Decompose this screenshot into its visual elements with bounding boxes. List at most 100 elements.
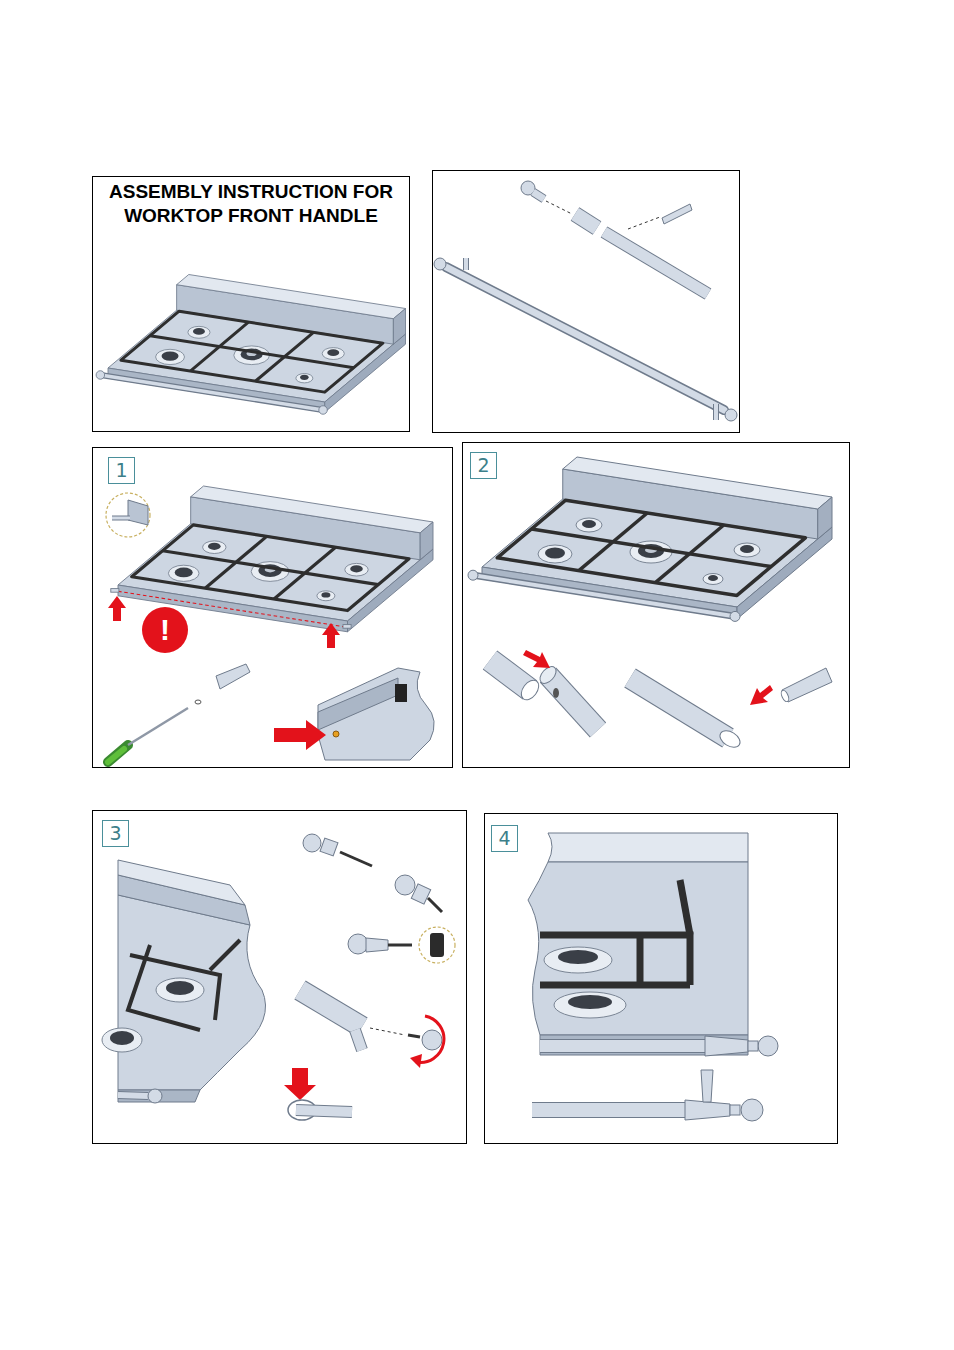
step-four-illustration-part	[548, 833, 748, 862]
step-one-illustration-part	[216, 664, 250, 689]
step-two-illustration-part	[780, 689, 791, 702]
step-one-illustration-part	[106, 493, 150, 537]
step-two-illustration-part	[630, 678, 728, 738]
step-three-illustration-part	[355, 1030, 362, 1050]
step-one-illustration-part	[108, 745, 128, 762]
handle-exploded-view-part	[575, 214, 597, 228]
step-three-illustration-part	[148, 1089, 162, 1103]
step-three-illustration-part	[303, 834, 321, 852]
step-one-illustration-part	[112, 516, 130, 521]
step-one-illustration-part-part	[343, 625, 351, 629]
step-three-illustration-part	[428, 898, 442, 912]
step-four-illustration-part	[528, 862, 748, 1035]
step-three-illustration-part	[410, 1054, 422, 1068]
cooktop-overview-part	[96, 371, 327, 415]
step-three-illustration-part	[430, 933, 444, 957]
step-four-illustration-part	[748, 1041, 758, 1051]
step-one-illustration-part	[195, 700, 201, 704]
step-one-illustration-part	[333, 731, 339, 737]
step-number-box: 1	[108, 457, 135, 484]
step-three-illustration-part	[419, 927, 455, 963]
step-four-illustration	[485, 814, 838, 1144]
step-two-illustration-part	[548, 675, 598, 730]
step-three-illustration-part	[422, 1030, 442, 1050]
step-three-illustration-part	[166, 981, 194, 995]
cooktop-overview-part	[108, 275, 406, 413]
step-three-illustration-part	[366, 938, 388, 952]
step-four-illustration-part	[685, 1100, 730, 1120]
handle-exploded-view-part	[725, 409, 737, 421]
step-four-illustration-part	[540, 880, 690, 985]
step-two-illustration	[463, 443, 850, 768]
step-three-illustration-part	[320, 838, 338, 856]
step-three-illustration-part	[93, 811, 467, 1144]
step-two-illustration-part	[750, 685, 773, 705]
step-four-illustration-part-part	[680, 880, 690, 935]
step-one-illustration-part	[322, 623, 340, 648]
handle-exploded-view-part	[662, 204, 692, 224]
step-one-illustration-part	[395, 684, 407, 702]
step-number-box: 2	[470, 452, 497, 479]
step-four-illustration-part	[544, 947, 612, 973]
handle-exploded-view-part	[604, 232, 708, 294]
step-four-illustration-part	[758, 1036, 778, 1056]
step-one-illustration-part	[274, 720, 326, 750]
step-three-illustration-part-part	[128, 945, 200, 1030]
step-two-illustration-part	[782, 668, 832, 702]
step-three-illustration-part	[296, 1110, 352, 1112]
step-three-illustration-part	[300, 990, 362, 1027]
step-four-illustration-part	[540, 1040, 705, 1052]
handle-exploded-view-part	[575, 214, 597, 228]
step-four-illustration-part	[741, 1099, 763, 1121]
step-number-box: 4	[491, 825, 518, 852]
step-three-illustration-part	[118, 1090, 200, 1102]
step-two-illustration-part	[463, 443, 850, 768]
step-two-illustration-part	[518, 677, 542, 703]
step-four-illustration-part	[558, 950, 598, 964]
step-four-illustration-part	[532, 1103, 685, 1117]
step-three-illustration-part	[118, 1095, 148, 1096]
step-four-illustration-part	[705, 1036, 748, 1056]
step-one-illustration-part	[318, 678, 398, 730]
step-three-illustration-part	[110, 1031, 134, 1045]
step-three-illustration-part-part	[210, 940, 240, 970]
step-two-illustration-part	[630, 678, 728, 738]
step-four-illustration-part	[540, 1039, 705, 1053]
step-one-illustration-part	[318, 668, 434, 760]
step-number-box: 3	[102, 820, 129, 847]
handle-exploded-view-part	[714, 404, 718, 420]
step-two-illustration-part	[548, 675, 598, 730]
step-one-illustration-part	[93, 448, 453, 768]
step-one-illustration-part	[108, 596, 126, 621]
step-three-illustration-part	[296, 1110, 352, 1112]
step-number: 2	[477, 456, 489, 475]
step-four-illustration-part	[568, 995, 612, 1009]
warning-circle: !	[142, 607, 188, 653]
handle-exploded-view-part	[464, 258, 468, 270]
step-one-illustration	[93, 448, 453, 768]
handle-exploded-view-part	[463, 258, 469, 270]
step-one-illustration-part	[128, 500, 148, 525]
handle-exploded-view-part	[433, 171, 740, 433]
step-three-illustration-part	[300, 990, 362, 1027]
handle-exploded-view-part	[533, 192, 544, 199]
step-four-illustration-part	[485, 814, 838, 1144]
step-three-illustration-part	[370, 1028, 405, 1035]
handle-exploded-view-part	[546, 201, 572, 214]
step-three-illustration-part	[388, 944, 412, 947]
handle-exploded-view-part	[628, 217, 660, 229]
handle-exploded-view-part	[446, 267, 724, 410]
step-two-illustration-part	[523, 650, 550, 668]
step-one-illustration-part-part	[111, 589, 119, 593]
step-three-illustration-part	[355, 1030, 362, 1050]
step-three-illustration	[93, 811, 467, 1144]
heading-text: ASSEMBLY INSTRUCTION FOR WORKTOP FRONT H…	[106, 180, 396, 228]
handle-exploded-view-part	[713, 404, 719, 420]
step-four-illustration-part-part	[637, 935, 644, 985]
step-two-illustration-part	[468, 457, 832, 621]
step-four-illustration-part	[701, 1070, 713, 1102]
handle-exploded-view-part	[434, 258, 446, 270]
